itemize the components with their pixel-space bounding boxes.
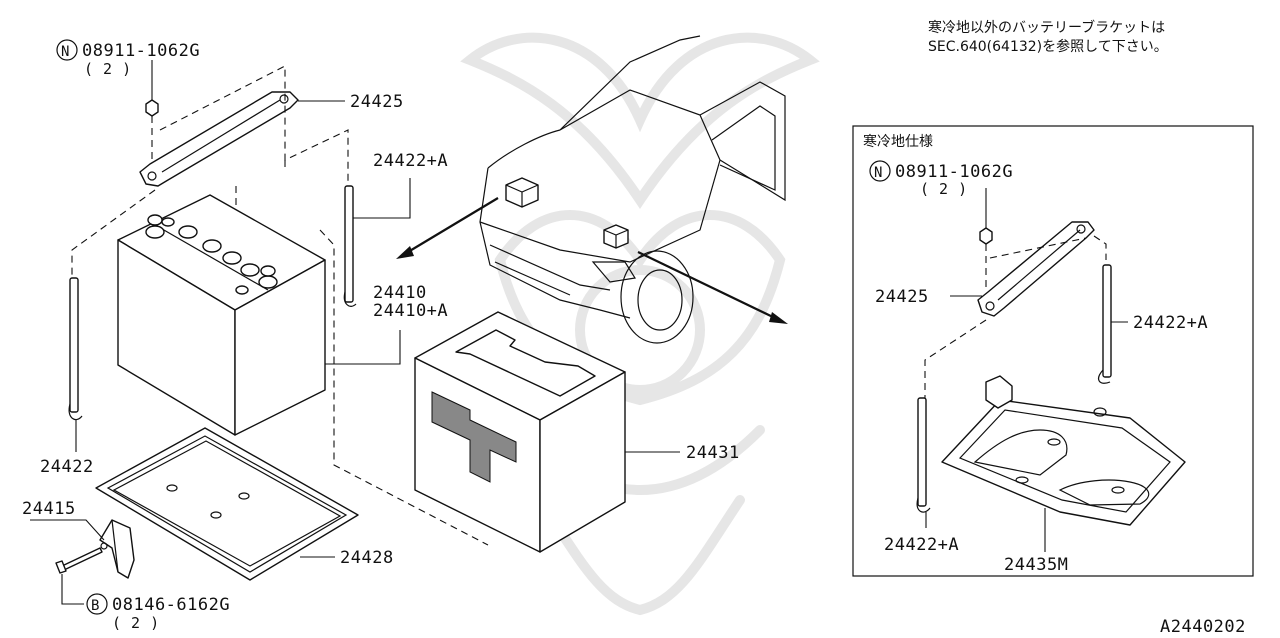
nut-marker-inset: N <box>874 165 883 181</box>
nut-main <box>145 99 159 117</box>
nut-inset <box>979 227 993 245</box>
nut-symbol-inset: N <box>869 160 891 182</box>
hook-rod-inset-right <box>1098 264 1112 384</box>
battery-terminal-positive <box>145 214 165 239</box>
diagram-id: A2440202 <box>1160 617 1246 637</box>
heated-battery-tray-inset <box>941 375 1186 526</box>
battery-cover <box>414 311 626 553</box>
bracket-label: 24415 <box>22 499 76 519</box>
rod-label-main: 24422+A <box>373 151 448 171</box>
nut-part-number-main: 08911-1062G <box>82 41 200 61</box>
rod-label-inset-left: 24422+A <box>884 535 959 555</box>
inset-frame <box>852 125 1254 577</box>
nut-part-number-inset: 08911-1062G <box>895 162 1013 182</box>
pointer-arrow-left <box>396 197 499 259</box>
rod-label-inset-right: 24422+A <box>1133 313 1208 333</box>
battery-label-a: 24410 <box>373 283 427 303</box>
rod-label-left: 24422 <box>40 457 94 477</box>
note-line-2: SEC.640(64132)を参照して下さい。 <box>928 38 1168 55</box>
nut-marker-main: N <box>61 44 70 60</box>
nut-qty-main: ( 2 ) <box>84 60 132 78</box>
battery-label-b: 24410+A <box>373 301 448 321</box>
hook-rod-main <box>343 185 357 307</box>
hook-rod-inset-left <box>916 397 931 513</box>
tray-label-inset: 24435M <box>1004 555 1068 575</box>
cover-label: 24431 <box>686 443 740 463</box>
battery-tray <box>95 427 359 581</box>
note-line-1: 寒冷地以外のバッテリーブラケットは <box>928 19 1165 36</box>
nut-symbol-main: N <box>56 39 78 61</box>
hook-rod-left <box>68 277 83 421</box>
hold-down-frame-inset <box>977 221 1095 317</box>
bolt-part-number-main: 08146-6162G <box>112 595 230 615</box>
bolt-symbol-main: B <box>86 593 108 615</box>
frame-label-main: 24425 <box>350 92 404 112</box>
bolt-qty-main: ( 2 ) <box>112 614 160 632</box>
tray-label: 24428 <box>340 548 394 568</box>
pointer-arrow-right <box>637 251 788 324</box>
vehicle-front-view <box>479 35 786 344</box>
battery-terminal-negative <box>258 265 278 289</box>
inset-title: 寒冷地仕様 <box>863 133 933 150</box>
frame-label-inset: 24425 <box>875 287 929 307</box>
tray-bracket <box>99 519 135 579</box>
bolt-main <box>55 547 103 574</box>
bolt-marker-main: B <box>91 598 100 614</box>
nut-qty-inset: ( 2 ) <box>920 180 968 198</box>
hold-down-frame-main <box>139 91 299 187</box>
battery <box>117 194 326 436</box>
